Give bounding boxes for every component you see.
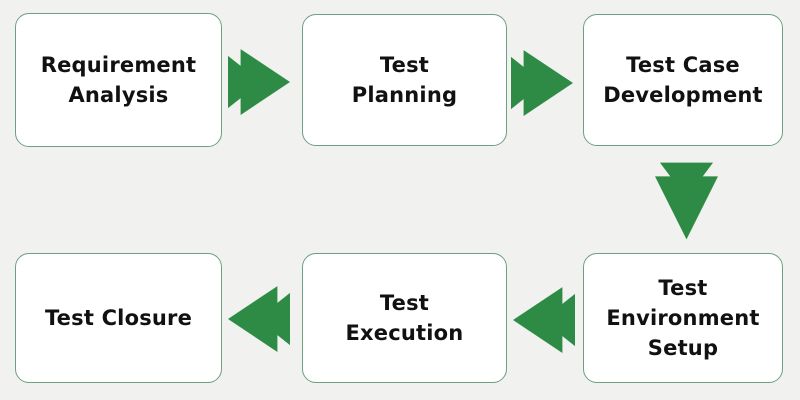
stage-label-test-environment-setup: Test Environment Setup bbox=[606, 276, 760, 360]
stage-box-requirement-analysis: Requirement Analysis bbox=[15, 13, 222, 147]
stage-label-requirement-analysis: Requirement Analysis bbox=[40, 53, 197, 107]
stage-label-test-planning: Test Planning bbox=[351, 53, 458, 107]
double-chevron-down-icon bbox=[655, 162, 718, 240]
double-chevron-left-icon bbox=[228, 286, 290, 352]
stage-box-test-environment-setup: Test Environment Setup bbox=[583, 253, 783, 383]
double-chevron-right-icon bbox=[511, 50, 573, 116]
double-chevron-left-icon bbox=[513, 287, 575, 353]
stage-box-test-execution: Test Execution bbox=[302, 253, 507, 383]
stage-label-test-case-development: Test Case Development bbox=[603, 53, 763, 107]
stage-box-test-closure: Test Closure bbox=[15, 253, 222, 383]
stage-label-test-execution: Test Execution bbox=[345, 291, 464, 345]
stage-box-test-planning: Test Planning bbox=[302, 14, 507, 146]
double-chevron-right-icon bbox=[228, 49, 290, 115]
stage-box-test-case-development: Test Case Development bbox=[583, 14, 783, 146]
stage-label-test-closure: Test Closure bbox=[44, 306, 193, 330]
